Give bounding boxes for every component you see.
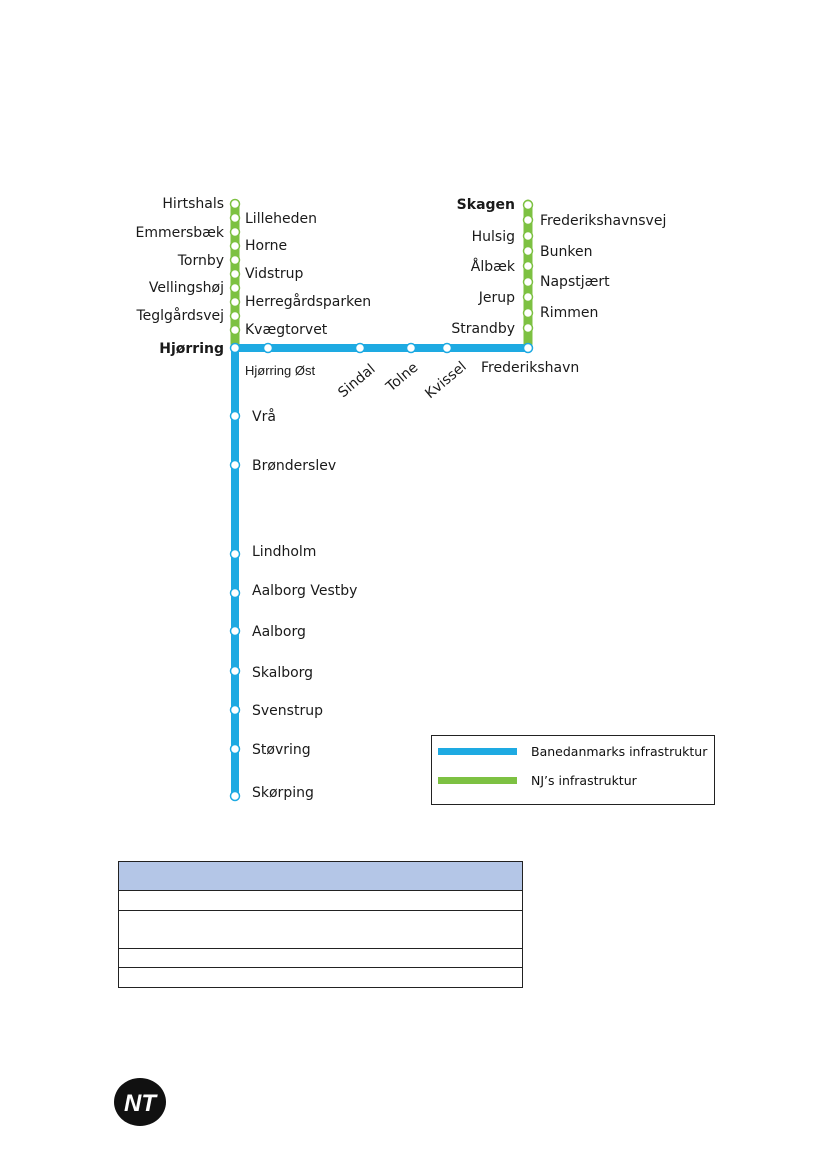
svg-text:NT: NT	[124, 1090, 158, 1117]
table-row	[119, 968, 522, 987]
station-label-aalborg: Aalborg	[252, 624, 306, 640]
station-label-aalbaek: Ålbæk	[471, 258, 516, 275]
empty-table	[118, 861, 523, 988]
station-dot-aalborg	[229, 625, 241, 637]
station-dot-hirtshals	[229, 198, 241, 210]
station-label-hjorring: Hjørring	[159, 341, 224, 357]
legend-swatch-blue	[438, 748, 517, 755]
station-label-vellingshoj: Vellingshøj	[149, 280, 224, 296]
station-label-skorping: Skørping	[252, 785, 314, 801]
legend-label-banedanmark: Banedanmarks infrastruktur	[531, 744, 708, 759]
station-label-aalborg-vestby: Aalborg Vestby	[252, 583, 357, 599]
station-label-kvissel: Kvissel	[422, 359, 469, 402]
station-dot-aalbaek	[522, 260, 534, 272]
station-dot-vellingshoj	[229, 282, 241, 294]
table-row	[119, 949, 522, 968]
station-label-rimmen: Rimmen	[540, 305, 598, 321]
station-dot-hjorring	[229, 342, 241, 354]
station-label-lindholm: Lindholm	[252, 544, 316, 560]
station-dot-rimmen	[522, 307, 534, 319]
station-dot-svenstrup	[229, 704, 241, 716]
station-dot-tornby	[229, 254, 241, 266]
station-dot-skalborg	[229, 665, 241, 677]
station-label-hirtshals: Hirtshals	[162, 196, 224, 212]
station-dot-jerup	[522, 291, 534, 303]
station-dot-aalborg-vestby	[229, 587, 241, 599]
station-label-kvaegtorvet: Kvægtorvet	[245, 322, 328, 338]
station-dot-vidstrup	[229, 268, 241, 280]
station-dot-skagen	[522, 199, 534, 211]
station-label-bronderslev: Brønderslev	[252, 458, 336, 474]
station-dot-herregaardsparken	[229, 296, 241, 308]
station-dot-vraa	[229, 410, 241, 422]
station-dot-bunken	[522, 245, 534, 257]
station-dot-hjorring-ost	[262, 342, 274, 354]
table-row	[119, 911, 522, 949]
station-label-bunken: Bunken	[540, 244, 592, 260]
table-row	[119, 891, 522, 911]
station-label-sindal: Sindal	[335, 361, 378, 401]
station-label-frederikshavn: Frederikshavn	[481, 360, 579, 376]
station-label-horne: Horne	[245, 238, 287, 254]
station-dot-kvaegtorvet	[229, 324, 241, 336]
station-label-lilleheden: Lilleheden	[245, 211, 317, 227]
station-label-hulsig: Hulsig	[472, 229, 515, 245]
station-dot-hulsig	[522, 230, 534, 242]
station-label-teglgaardsvej: Teglgårdsvej	[135, 307, 224, 324]
station-dot-stovring	[229, 743, 241, 755]
station-dot-napstjaert	[522, 276, 534, 288]
station-dot-tolne	[405, 342, 417, 354]
station-dot-strandby	[522, 322, 534, 334]
station-dot-lilleheden	[229, 212, 241, 224]
station-dot-lindholm	[229, 548, 241, 560]
station-dot-bronderslev	[229, 459, 241, 471]
station-label-hjorring-ost: Hjørring Øst	[245, 363, 315, 378]
map-legend: Banedanmarks infrastruktur NJ’s infrastr…	[431, 735, 715, 805]
station-label-jerup: Jerup	[478, 290, 515, 306]
station-label-tolne: Tolne	[383, 360, 422, 396]
legend-row-nj: NJ’s infrastruktur	[438, 773, 710, 789]
station-dot-frederikshavnsvej	[522, 214, 534, 226]
station-label-tornby: Tornby	[177, 253, 224, 269]
station-label-vidstrup: Vidstrup	[245, 266, 303, 282]
station-dot-kvissel	[441, 342, 453, 354]
station-label-skalborg: Skalborg	[252, 665, 313, 681]
station-label-stovring: Støvring	[252, 742, 311, 758]
legend-label-nj: NJ’s infrastruktur	[531, 773, 637, 788]
station-label-svenstrup: Svenstrup	[252, 703, 323, 719]
station-label-napstjaert: Napstjært	[540, 274, 610, 290]
station-label-emmersbaek: Emmersbæk	[135, 225, 224, 241]
station-dot-emmersbaek	[229, 226, 241, 238]
rail-network-map: Hirtshals Emmersbæk Tornby Vellingshøj T…	[135, 196, 666, 802]
station-dot-horne	[229, 240, 241, 252]
nt-logo: NT	[114, 1078, 166, 1126]
station-dot-sindal	[354, 342, 366, 354]
station-label-frederikshavnsvej: Frederikshavnsvej	[540, 213, 666, 229]
station-label-vraa: Vrå	[252, 408, 276, 425]
station-dot-skorping	[229, 790, 241, 802]
legend-swatch-green	[438, 777, 517, 784]
station-label-skagen: Skagen	[457, 197, 515, 213]
table-header-row	[119, 862, 522, 891]
station-label-strandby: Strandby	[451, 321, 515, 337]
station-dot-teglgaardsvej	[229, 310, 241, 322]
station-label-herregaardsparken: Herregårdsparken	[245, 293, 371, 310]
legend-row-banedanmark: Banedanmarks infrastruktur	[438, 744, 710, 760]
station-dot-frederikshavn	[522, 342, 534, 354]
